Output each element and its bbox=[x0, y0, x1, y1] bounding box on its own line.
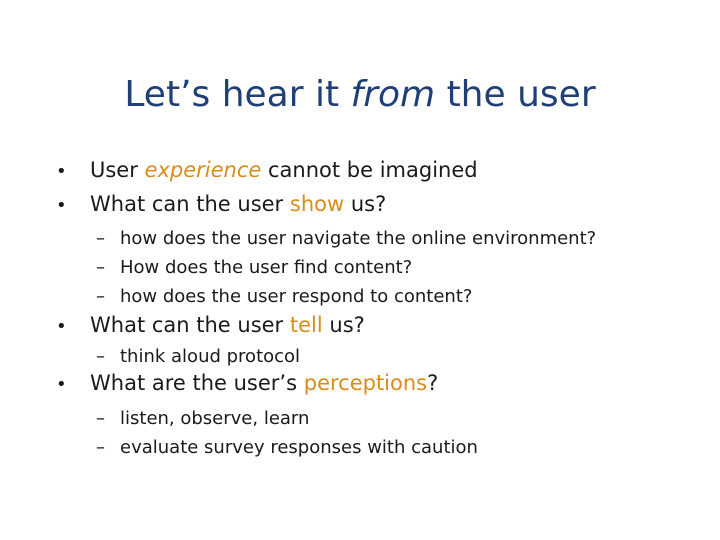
highlight-perceptions: perceptions bbox=[303, 371, 428, 395]
highlight-tell: tell bbox=[289, 313, 323, 337]
highlight-show: show bbox=[289, 192, 345, 216]
bullet-experience: • User experience cannot be imagined bbox=[56, 158, 478, 182]
sub-bullet: –how does the user navigate the online e… bbox=[96, 228, 596, 249]
bullet-perceptions: • What are the user’s perceptions? bbox=[56, 371, 438, 395]
sub-bullet: –think aloud protocol bbox=[96, 346, 300, 367]
title-emphasis: from bbox=[350, 74, 436, 115]
dash: – bbox=[96, 437, 105, 458]
sub-bullet: –listen, observe, learn bbox=[96, 408, 309, 429]
bullet-dot: • bbox=[56, 161, 67, 182]
sub-bullet-text: think aloud protocol bbox=[120, 346, 301, 367]
sub-bullet: –How does the user find content? bbox=[96, 257, 412, 278]
sub-bullet-text: How does the user find content? bbox=[120, 257, 413, 278]
bullet-text: What are the user’s bbox=[90, 371, 304, 395]
dash: – bbox=[96, 228, 105, 249]
sub-bullet-text: evaluate survey responses with caution bbox=[120, 437, 478, 458]
sub-bullet-text: how does the user respond to content? bbox=[120, 286, 473, 307]
slide-title: Let’s hear it from the user bbox=[0, 74, 720, 115]
bullet-dot: • bbox=[56, 195, 67, 216]
highlight-experience: experience bbox=[144, 158, 262, 182]
title-post: the user bbox=[435, 74, 596, 115]
bullet-tell: • What can the user tell us? bbox=[56, 313, 365, 337]
bullet-text: What can the user bbox=[90, 313, 290, 337]
dash: – bbox=[96, 286, 105, 307]
dash: – bbox=[96, 346, 105, 367]
dash: – bbox=[96, 257, 105, 278]
bullet-text: us? bbox=[344, 192, 387, 216]
bullet-dot: • bbox=[56, 374, 67, 395]
bullet-text: cannot be imagined bbox=[261, 158, 478, 182]
bullet-text: What can the user bbox=[90, 192, 290, 216]
bullet-show: • What can the user show us? bbox=[56, 192, 386, 216]
bullet-text: ? bbox=[427, 371, 439, 395]
bullet-text: us? bbox=[322, 313, 365, 337]
title-pre: Let’s hear it bbox=[124, 74, 351, 115]
sub-bullet: –how does the user respond to content? bbox=[96, 286, 472, 307]
sub-bullet-text: how does the user navigate the online en… bbox=[120, 228, 597, 249]
sub-bullet-text: listen, observe, learn bbox=[120, 408, 310, 429]
bullet-dot: • bbox=[56, 316, 67, 337]
bullet-text: User bbox=[90, 158, 145, 182]
dash: – bbox=[96, 408, 105, 429]
sub-bullet: –evaluate survey responses with caution bbox=[96, 437, 478, 458]
